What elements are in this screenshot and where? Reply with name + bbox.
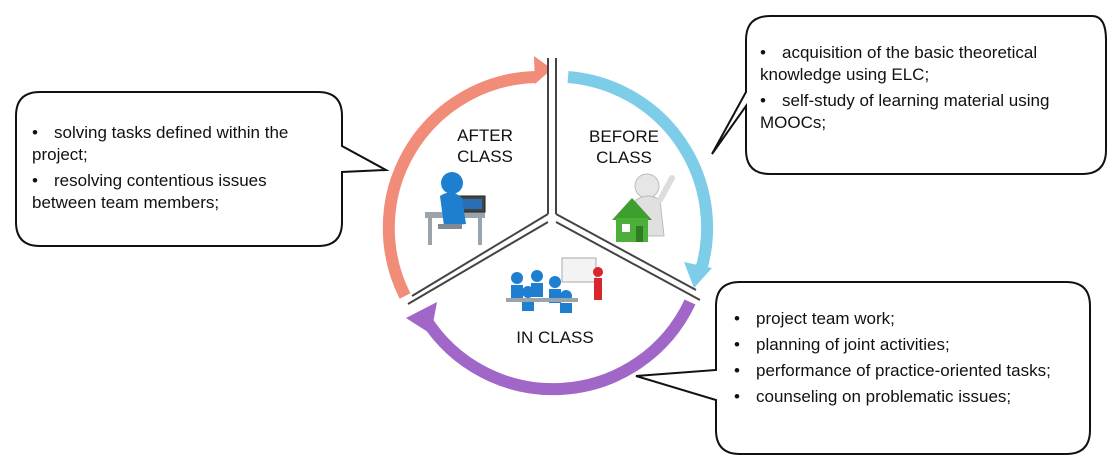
bullet: • bbox=[734, 387, 740, 406]
bullet: • bbox=[760, 43, 766, 62]
bullet: • bbox=[760, 91, 766, 110]
student-at-computer-icon bbox=[425, 172, 486, 245]
list-item: •acquisition of the basic theoretical kn… bbox=[760, 43, 1038, 84]
in-class-arrowhead bbox=[406, 302, 437, 334]
list-item: •planning of joint activities; bbox=[734, 335, 950, 354]
bullet: • bbox=[734, 309, 740, 328]
in-class-callout: •project team work; •planning of joint a… bbox=[734, 308, 1074, 412]
list-item: •counseling on problematic issues; bbox=[734, 387, 1012, 406]
bullet: • bbox=[734, 361, 740, 380]
callout-in-bubble bbox=[635, 281, 1091, 455]
callout-before-bubble bbox=[711, 15, 1107, 175]
list-item: •performance of practice-oriented tasks; bbox=[734, 361, 1051, 380]
after-class-label: AFTER CLASS bbox=[457, 126, 513, 166]
in-class-label: IN CLASS bbox=[516, 328, 594, 347]
classroom-presentation-icon bbox=[506, 257, 603, 313]
before-class-callout: •acquisition of the basic theoretical kn… bbox=[760, 42, 1095, 138]
after-class-arc bbox=[382, 71, 536, 299]
bullet: • bbox=[32, 171, 38, 190]
list-item: •solving tasks defined within the projec… bbox=[32, 123, 289, 164]
figure-with-house-icon bbox=[612, 173, 675, 242]
before-class-arc bbox=[567, 71, 714, 272]
in-class-arc bbox=[419, 299, 696, 396]
after-class-callout: •solving tasks defined within the projec… bbox=[32, 122, 322, 218]
bullet: • bbox=[734, 335, 740, 354]
bullet: • bbox=[32, 123, 38, 142]
before-class-arrowhead bbox=[684, 262, 712, 288]
callout-after-bubble bbox=[15, 91, 390, 247]
list-item: •resolving contentious issues between te… bbox=[32, 171, 267, 212]
before-class-label: BEFORE CLASS bbox=[589, 127, 659, 167]
sector-divider bbox=[407, 58, 701, 305]
list-item: •project team work; bbox=[734, 309, 895, 328]
list-item: •self-study of learning material using M… bbox=[760, 91, 1050, 132]
after-class-arrowhead bbox=[534, 56, 552, 84]
